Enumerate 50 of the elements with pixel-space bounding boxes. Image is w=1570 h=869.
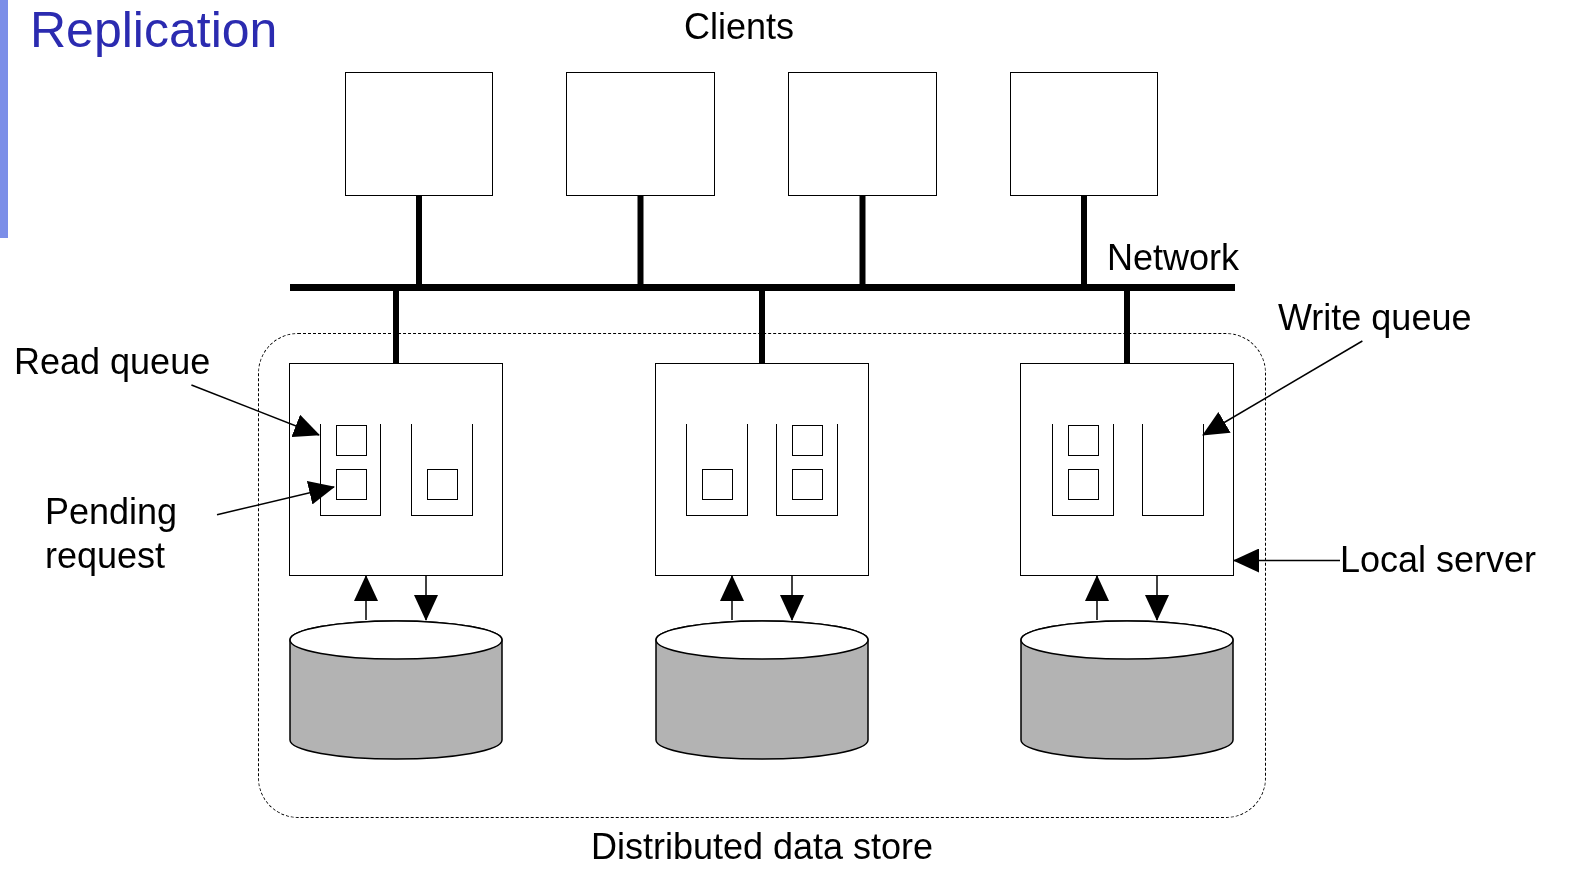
connector-line	[637, 196, 644, 284]
connector-line	[759, 291, 765, 363]
arrow	[414, 575, 438, 621]
client-box	[1010, 72, 1158, 196]
request-square	[792, 425, 823, 456]
request-square	[792, 469, 823, 500]
request-square	[1068, 425, 1099, 456]
queue-outline	[1052, 424, 1114, 516]
disk-cylinder	[655, 620, 869, 760]
arrow	[720, 575, 744, 621]
callout-text: Pending request	[45, 490, 217, 580]
callout-text: Read queue	[14, 340, 254, 385]
arrow	[354, 575, 378, 621]
queue-outline	[776, 424, 838, 516]
disk-cylinder	[289, 620, 503, 760]
client-box	[788, 72, 937, 196]
client-box	[345, 72, 493, 196]
connector-line	[1081, 196, 1087, 284]
callout-text: Write queue	[1278, 296, 1523, 341]
network-bus	[290, 284, 1235, 291]
store-label: Distributed data store	[589, 825, 935, 869]
arrow	[780, 575, 804, 621]
request-square	[1068, 469, 1099, 500]
connector-line	[416, 196, 422, 284]
queue-outline	[411, 424, 473, 516]
server-box	[655, 363, 869, 576]
disk-cylinder	[1020, 620, 1234, 760]
leader-line	[216, 481, 335, 516]
queue-outline	[1142, 424, 1204, 516]
label-text: Clients	[684, 5, 795, 49]
request-square	[336, 425, 367, 456]
server-box	[289, 363, 503, 576]
leader-line	[190, 384, 320, 438]
connector-line	[859, 196, 866, 284]
connector-line	[393, 291, 399, 363]
arrow	[1145, 575, 1169, 621]
server-box	[1020, 363, 1234, 576]
label-text: Network	[1107, 236, 1240, 280]
request-square	[427, 469, 458, 500]
callout-text: Local server	[1340, 538, 1568, 583]
arrow	[1085, 575, 1109, 621]
request-square	[702, 469, 733, 500]
connector-line	[1124, 291, 1130, 363]
queue-outline	[320, 424, 381, 516]
leader-line	[1233, 548, 1341, 573]
queue-outline	[686, 424, 748, 516]
client-box	[566, 72, 715, 196]
slide-title: Replication	[30, 1, 278, 60]
leader-line	[1202, 340, 1364, 436]
request-square	[336, 469, 367, 500]
